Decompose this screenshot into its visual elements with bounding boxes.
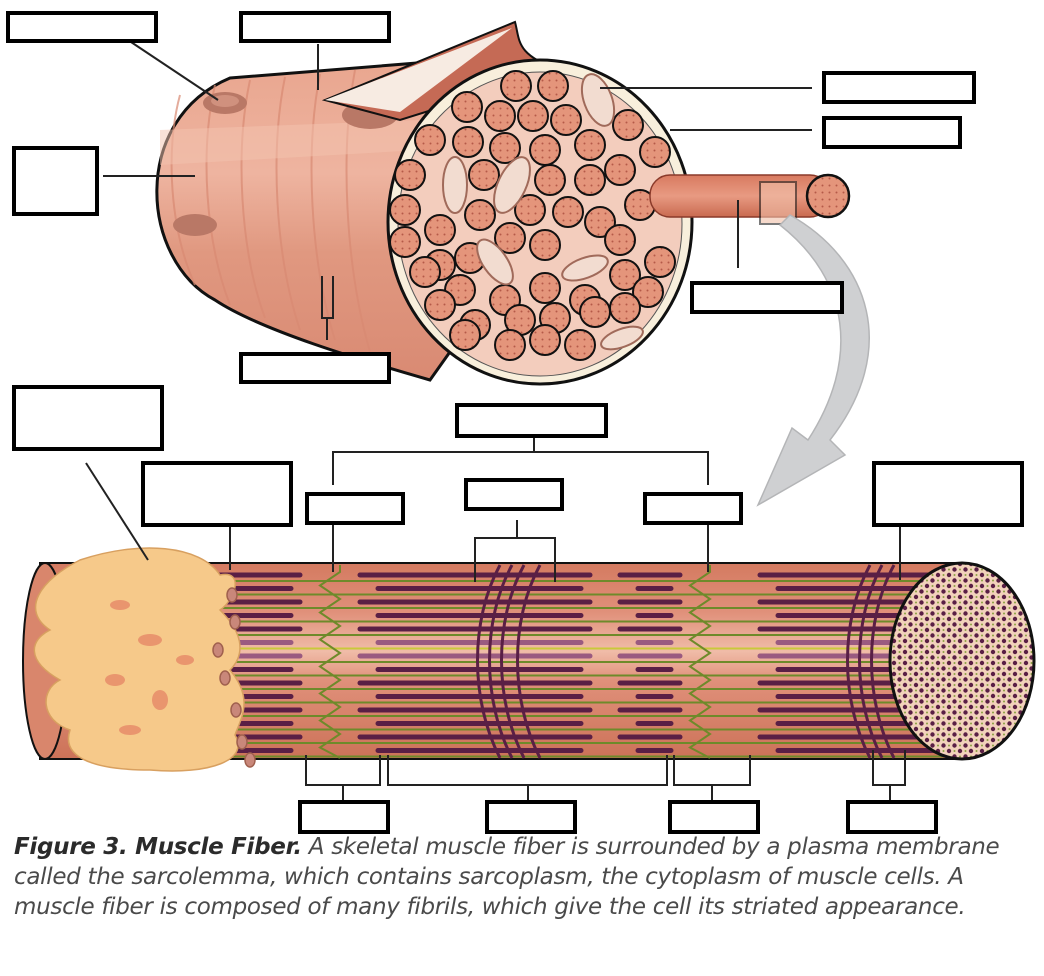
label-box-top-center[interactable] — [239, 11, 391, 43]
label-box-right-top-1[interactable] — [822, 71, 976, 104]
mitochondrion — [600, 325, 644, 351]
myofibril-circle — [529, 272, 561, 304]
label-box-a-band[interactable] — [464, 478, 564, 511]
myofibril-circle — [494, 329, 526, 361]
label-box-bottom-3[interactable] — [668, 800, 760, 834]
mitochondrion — [561, 254, 609, 282]
z-disc — [688, 565, 712, 759]
myofibril-circle — [574, 164, 606, 196]
zoom-arrow-icon — [756, 214, 870, 507]
label-box-bottom-4[interactable] — [846, 800, 938, 834]
sarcoplasmic-reticulum-network — [33, 547, 256, 772]
label-box-top-left[interactable] — [6, 11, 158, 43]
figure-caption: Figure 3. Muscle Fiber. A skeletal muscl… — [14, 832, 1024, 922]
myofibril-circle — [389, 226, 421, 258]
myofibril-circle — [584, 206, 616, 238]
myofibril-circle — [494, 222, 526, 254]
myofibril-circle — [537, 70, 569, 102]
label-box-bottom-center-upper[interactable] — [239, 352, 391, 384]
label-box-z-disc-right[interactable] — [643, 492, 743, 525]
myofibril-circle — [564, 329, 596, 361]
label-box-z-disc-left[interactable] — [305, 492, 405, 525]
lower-myofibril — [22, 561, 1036, 761]
label-box-right-top-2[interactable] — [822, 116, 962, 149]
myofibril-circle — [604, 224, 636, 256]
label-box-lower-left-tall[interactable] — [12, 385, 164, 451]
myofibril-circle — [500, 70, 532, 102]
z-disc — [318, 565, 342, 759]
label-box-bottom-2[interactable] — [485, 800, 577, 834]
myofibril-cross-section-end — [888, 561, 1036, 761]
myofibril-circle — [489, 132, 521, 164]
mitochondrion — [442, 156, 468, 214]
myofibril-circle — [550, 104, 582, 136]
myofibril-circle — [612, 109, 644, 141]
myofibril-circle — [534, 164, 566, 196]
label-box-myofibril[interactable] — [690, 281, 844, 314]
myofibril-circle — [517, 100, 549, 132]
label-box-bottom-1[interactable] — [298, 800, 390, 834]
myofibril-circle — [409, 256, 441, 288]
caption-text: A skeletal muscle fiber is surrounded by… — [14, 834, 1000, 920]
myofibril-circle — [604, 154, 636, 186]
myofibril-circle — [464, 199, 496, 231]
myofibril-circle — [389, 194, 421, 226]
mitochondrion — [493, 156, 531, 214]
caption-title: Figure 3. Muscle Fiber. — [14, 834, 302, 860]
myofibril-circle — [609, 292, 641, 324]
myofibril-circle — [424, 289, 456, 321]
label-box-right-tall[interactable] — [872, 461, 1024, 527]
myofibril-circle — [552, 196, 584, 228]
myofibril-cross-sections — [389, 70, 676, 361]
muscle-fiber-illustration — [22, 20, 1036, 802]
myofibril-circle — [451, 91, 483, 123]
label-box-sarcomere[interactable] — [455, 403, 608, 438]
myofibril-circle — [644, 246, 676, 278]
myofibril-circle — [574, 129, 606, 161]
myofibril-circle — [514, 194, 546, 226]
myofibril-circle — [529, 324, 561, 356]
myofibril-circle — [632, 276, 664, 308]
myofibril-circle — [394, 159, 426, 191]
myofibril — [649, 174, 831, 218]
myofibril-circle — [468, 159, 500, 191]
myofibril-circle — [452, 126, 484, 158]
myofibril-circle — [529, 229, 561, 261]
label-box-left-mid[interactable] — [12, 146, 99, 216]
label-box-lower-left-wide[interactable] — [141, 461, 293, 527]
nucleus — [173, 214, 217, 236]
myofibril-circle — [529, 134, 561, 166]
myofibril-circle — [609, 259, 641, 291]
myofibril-circle — [579, 296, 611, 328]
leader-lines — [85, 39, 906, 802]
myofibril-circle — [449, 319, 481, 351]
upper-muscle-fiber — [155, 20, 851, 386]
myofibril-circle — [414, 124, 446, 156]
myofibril-circle — [424, 214, 456, 246]
myofibril-circle — [639, 136, 671, 168]
myofibril-circle — [484, 100, 516, 132]
mitochondrion — [476, 238, 514, 286]
